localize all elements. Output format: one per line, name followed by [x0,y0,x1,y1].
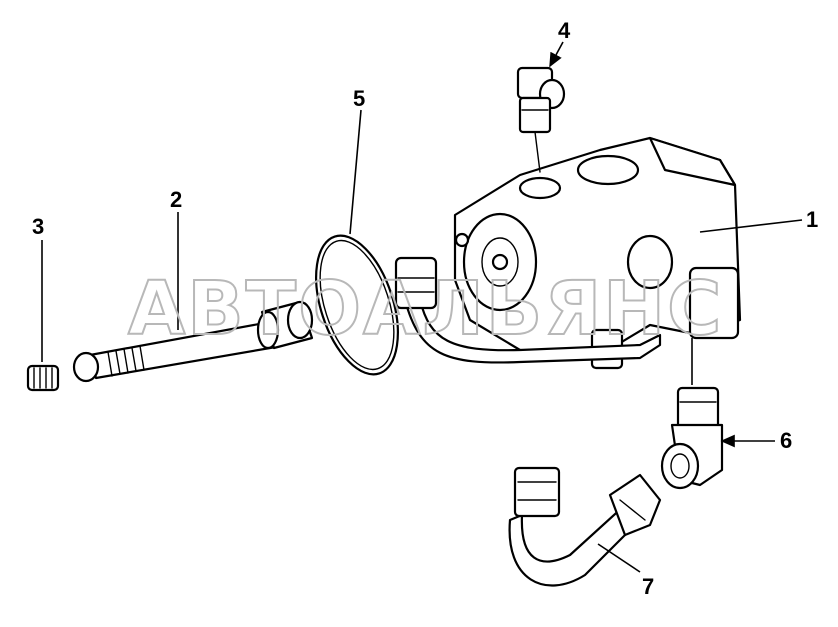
part-6-elbow-fitting [660,386,724,490]
part-7-bent-pipe [508,466,662,587]
part-1-pump-body [453,136,742,370]
callout-5: 5 [353,86,365,111]
part-4-angle-fitting [516,66,566,173]
callout-7: 7 [642,574,654,599]
part-3-set-screw [26,364,60,392]
watermark-text: АВТОАЛЬЯНС [128,266,723,352]
part-2-shaft [72,300,314,383]
callout-6: 6 [780,428,792,453]
callout-2: 2 [170,187,182,212]
callout-3: 3 [32,214,44,239]
pressure-line [394,256,662,364]
leader-lines [41,41,803,573]
callout-1: 1 [806,207,818,232]
part-5-o-ring [315,234,399,376]
callout-4: 4 [558,18,571,43]
